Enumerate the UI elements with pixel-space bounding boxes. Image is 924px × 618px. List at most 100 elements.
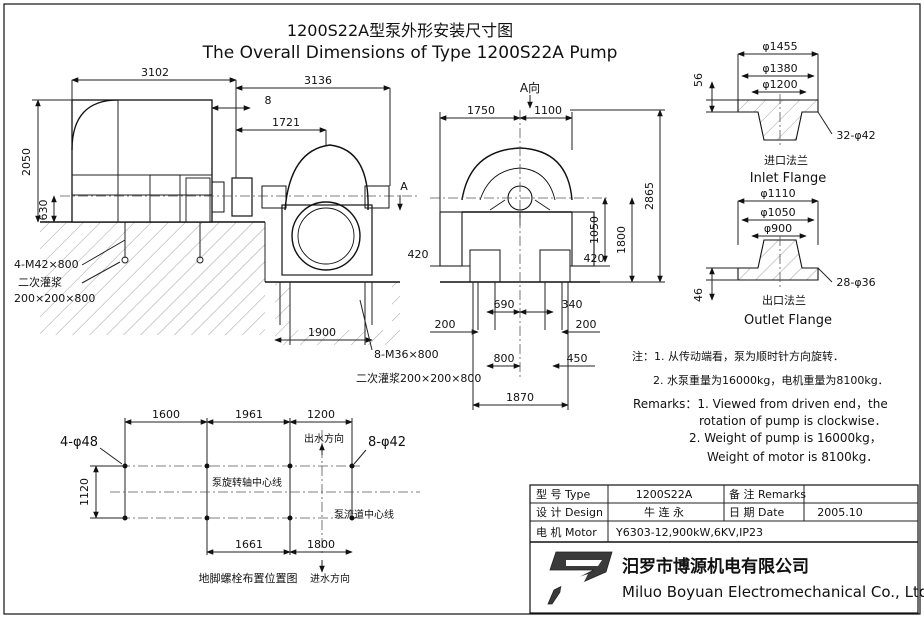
outlet-direction: 出水方向	[304, 432, 344, 445]
tb-date-value: 2005.10	[817, 506, 863, 519]
bolt-plan-title: 地脚螺栓布置位置图	[199, 571, 298, 585]
remark-en-1: Remarks：1. Viewed from driven end，the	[633, 397, 888, 411]
foundation-hatch	[40, 222, 400, 345]
leader-line	[81, 239, 126, 266]
inlet-d2: φ1380	[762, 62, 797, 75]
bolt-plan: 1600 1961 1200 4-φ48 8-φ42 出水方向 1120 泵旋转…	[60, 408, 420, 585]
sheet-border	[3, 3, 921, 615]
pump-upper-casing	[284, 144, 369, 211]
dim-3102: 3102	[141, 66, 169, 79]
outlet-label-cn: 出口法兰	[762, 293, 806, 307]
leader-line	[817, 111, 833, 135]
bolt-hole	[349, 515, 355, 521]
outlet-d3: φ900	[764, 222, 792, 235]
notes: 注：1. 从传动端看，泵为顺时针方向旋转． 2. 水泵重量为16000kg，电机…	[632, 349, 889, 464]
bolt-note-left: 4-M42×800	[14, 258, 79, 271]
inlet-d3: φ1200	[762, 78, 797, 91]
outlet-flange-section	[737, 239, 819, 281]
leader-line	[99, 447, 123, 465]
company-name-en: Miluo Boyuan Electromechanical Co., Ltd.	[622, 583, 924, 601]
dim-8: 8	[265, 94, 272, 107]
dim-1200: 1200	[307, 408, 335, 421]
inlet-flange-detail: φ1455 φ1380 φ1200 56 32-φ42 进口法兰 Inlet F…	[692, 40, 876, 186]
outlet-flange-detail: φ1110 φ1050 φ900 46 28-φ36 出口法兰 Outlet F…	[692, 187, 876, 328]
dim-340: 340	[562, 298, 583, 311]
outlet-d1: φ1110	[760, 187, 795, 200]
shaft-sleeve	[211, 181, 225, 213]
inlet-flange-section	[737, 99, 819, 141]
title-block: 型 号 Type 1200S22A 备 注 Remarks 设 计 Design…	[529, 484, 924, 614]
note-cn-1: 注：1. 从传动端看，泵为顺时针方向旋转．	[632, 349, 844, 363]
side-view: 3102 3136 8 1721 2050 630 A 1900 4-M42×8…	[14, 66, 481, 385]
dim-200b: 200	[576, 318, 597, 331]
title-cn: 1200S22A型泵外形安装尺寸图	[287, 21, 513, 40]
motor-end-shield	[185, 177, 211, 223]
company-name-cn: 汨罗市博源机电有限公司	[622, 556, 809, 577]
outlet-holes: 28-φ36	[836, 276, 875, 289]
pump-bearing-right	[364, 185, 390, 209]
dim-1870: 1870	[506, 391, 534, 404]
end-view-label: A向	[520, 80, 540, 95]
anchor-bolt-hook-1	[121, 256, 129, 264]
motor-terminal-box	[149, 174, 181, 223]
tb-design-value: 牛 连 永	[644, 505, 684, 519]
outlet-label-en: Outlet Flange	[744, 313, 832, 328]
dim-1661: 1661	[235, 538, 263, 551]
pump-lower-casing	[281, 204, 373, 276]
tb-type-value: 1200S22A	[636, 488, 693, 501]
grout-note-left-2: 200×200×800	[14, 292, 95, 305]
tb-type-label: 型 号 Type	[536, 487, 590, 501]
dim-200a: 200	[435, 318, 456, 331]
dim-1120: 1120	[78, 478, 91, 506]
remark-en-3: 2. Weight of pump is 16000kg，	[689, 431, 882, 445]
dim-450: 450	[567, 352, 588, 365]
outlet-thick: 46	[692, 288, 705, 302]
motor-body	[71, 99, 213, 223]
tb-remarks-label: 备 注 Remarks	[729, 487, 806, 501]
company-logo	[547, 551, 613, 605]
tb-design-label: 设 计 Design	[536, 506, 603, 519]
outlet-d2: φ1050	[760, 206, 795, 219]
dim-1961: 1961	[235, 408, 263, 421]
dim-3136: 3136	[304, 74, 332, 87]
title-en: The Overall Dimensions of Type 1200S22A …	[202, 43, 618, 63]
leader-line	[353, 449, 367, 465]
dim-2865: 2865	[643, 182, 656, 210]
flow-centerline-label: 泵流道中心线	[334, 508, 394, 521]
bolt-note-right: 8-M36×800	[374, 348, 439, 361]
rib	[489, 199, 506, 211]
leader-line	[817, 267, 833, 283]
leader-line	[81, 261, 121, 284]
dim-1721: 1721	[272, 116, 300, 129]
inlet-thick: 56	[692, 73, 705, 87]
bolt-hole	[349, 463, 355, 469]
rib	[534, 199, 551, 211]
dim-630: 630	[37, 200, 50, 221]
volute-inner	[479, 167, 556, 201]
dim-800: 800	[494, 352, 515, 365]
inlet-label-cn: 进口法兰	[764, 153, 808, 167]
dim-1050: 1050	[588, 216, 601, 244]
inlet-label-en: Inlet Flange	[750, 171, 826, 186]
bolt-hole	[204, 515, 210, 521]
pump-suction-bore	[297, 207, 355, 265]
shaft-centerline-label: 泵旋转轴中心线	[212, 476, 282, 489]
tb-motor-label: 电 机 Motor	[536, 525, 597, 539]
tb-motor-value: Y6303-12,900kW,6KV,IP23	[615, 526, 763, 539]
inlet-holes: 32-φ42	[836, 129, 875, 142]
dim-2050: 2050	[20, 148, 33, 176]
dim-1800: 1800	[615, 226, 628, 254]
remark-en-4: Weight of motor is 8100kg．	[707, 450, 878, 464]
suction-flange	[439, 211, 463, 267]
pump-foot-left	[469, 249, 501, 283]
pump-suction-flange	[291, 201, 361, 271]
inlet-d1: φ1455	[762, 40, 797, 53]
anchor-bolt-hook-2	[196, 256, 204, 264]
dim-1750: 1750	[467, 104, 495, 117]
inlet-direction: 进水方向	[310, 572, 350, 585]
grout-note-right: 二次灌浆200×200×800	[356, 371, 481, 385]
dim-690: 690	[494, 298, 515, 311]
note-cn-2: 2. 水泵重量为16000kg，电机重量为8100kg．	[653, 373, 889, 387]
coupling	[231, 177, 253, 217]
